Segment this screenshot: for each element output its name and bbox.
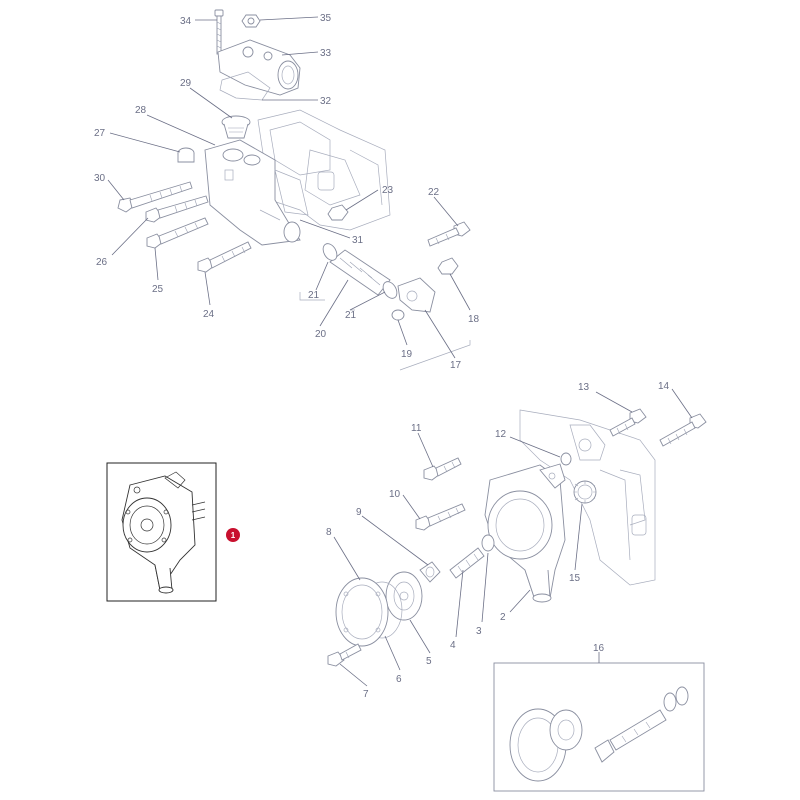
callout-33: 33 xyxy=(320,48,332,59)
kit-seal xyxy=(594,739,615,763)
part-19-o-ring xyxy=(391,309,405,321)
callout-24: 24 xyxy=(203,309,215,320)
kit-shaft xyxy=(609,709,667,751)
part-5-impeller xyxy=(385,571,423,621)
engine-front-cover-outline xyxy=(519,409,656,586)
part-8-cover-plate xyxy=(335,577,389,647)
part-17-elbow-fitting xyxy=(397,277,436,313)
callout-9: 9 xyxy=(356,507,362,518)
callout-4: 4 xyxy=(450,640,456,651)
callout-26: 26 xyxy=(96,257,108,268)
callout-35: 35 xyxy=(320,13,332,24)
callout-10: 10 xyxy=(389,489,401,500)
callout-28: 28 xyxy=(135,105,147,116)
callout-32: 32 xyxy=(320,96,332,107)
part-15-drive-gear xyxy=(573,480,597,504)
part-28-thermostat-housing xyxy=(204,139,301,246)
part-24-bolt xyxy=(197,241,252,273)
part-10-bolt xyxy=(415,503,466,531)
part-29-thermostat xyxy=(221,115,251,139)
part-26-bolt xyxy=(145,195,209,223)
callout-11: 11 xyxy=(411,423,422,434)
callout-15: 15 xyxy=(569,573,581,584)
callout-14: 14 xyxy=(658,381,670,392)
leader-lines xyxy=(107,16,693,687)
callout-23: 23 xyxy=(382,185,394,196)
water-pump-assembly xyxy=(327,408,707,792)
part-3-seal xyxy=(481,534,495,552)
part-27-plug xyxy=(177,147,195,163)
callout-19: 19 xyxy=(401,349,413,360)
part-4-shaft xyxy=(449,547,485,579)
part-34-bolt xyxy=(214,9,224,55)
callout-31: 31 xyxy=(352,235,364,246)
kit-impeller xyxy=(549,709,583,751)
callout-2: 2 xyxy=(500,612,506,623)
part-12-o-ring xyxy=(560,452,572,466)
callout-21-upper: 21 xyxy=(308,290,320,301)
callout-20: 20 xyxy=(315,329,327,340)
part-21-hose-clip-upper xyxy=(322,243,338,261)
part-30-bolt xyxy=(117,181,193,213)
part-9-seal xyxy=(419,561,441,583)
callout-22: 22 xyxy=(428,187,440,198)
part-2-pump-housing xyxy=(484,463,566,603)
callout-18: 18 xyxy=(468,314,480,325)
badge-circle xyxy=(226,528,240,542)
part-18-nut xyxy=(437,257,459,275)
kit-o-rings xyxy=(663,686,689,712)
part-21-hose-clip-lower xyxy=(382,281,398,299)
part-20-hose xyxy=(329,249,391,296)
callout-17: 17 xyxy=(450,360,462,371)
selected-item-badge[interactable]: 1 xyxy=(226,528,240,542)
callout-29: 29 xyxy=(180,78,192,89)
part-35-nut xyxy=(241,14,261,28)
callout-34: 34 xyxy=(180,16,192,27)
part-16-repair-kit xyxy=(493,662,705,792)
part-31-gasket xyxy=(274,169,309,216)
thermostat-housing-assembly xyxy=(117,9,471,371)
badge-label: 1 xyxy=(231,531,236,540)
part-13-bolt xyxy=(609,408,647,437)
callout-5: 5 xyxy=(426,656,432,667)
inset-complete-water-pump xyxy=(106,462,217,602)
callout-7: 7 xyxy=(363,689,369,700)
callout-labels: 34 35 33 32 29 28 27 30 26 25 24 23 22 3… xyxy=(94,13,670,700)
callout-8: 8 xyxy=(326,527,332,538)
part-7-bolt xyxy=(327,643,362,667)
part-11-bolt xyxy=(423,457,462,481)
callout-3: 3 xyxy=(476,626,482,637)
part-23-nut xyxy=(327,204,349,221)
callout-21-lower: 21 xyxy=(345,310,357,321)
part-22-bolt xyxy=(427,221,471,247)
callout-6: 6 xyxy=(396,674,402,685)
part-14-bolt xyxy=(659,413,707,447)
callout-13: 13 xyxy=(578,382,590,393)
part-33-housing-cover xyxy=(217,39,301,96)
inset-pump-drawing xyxy=(121,471,206,594)
callout-25: 25 xyxy=(152,284,164,295)
callout-30: 30 xyxy=(94,173,106,184)
part-25-bolt xyxy=(146,217,209,249)
callout-27: 27 xyxy=(94,128,106,139)
callout-16: 16 xyxy=(593,643,605,654)
callout-12: 12 xyxy=(495,429,507,440)
